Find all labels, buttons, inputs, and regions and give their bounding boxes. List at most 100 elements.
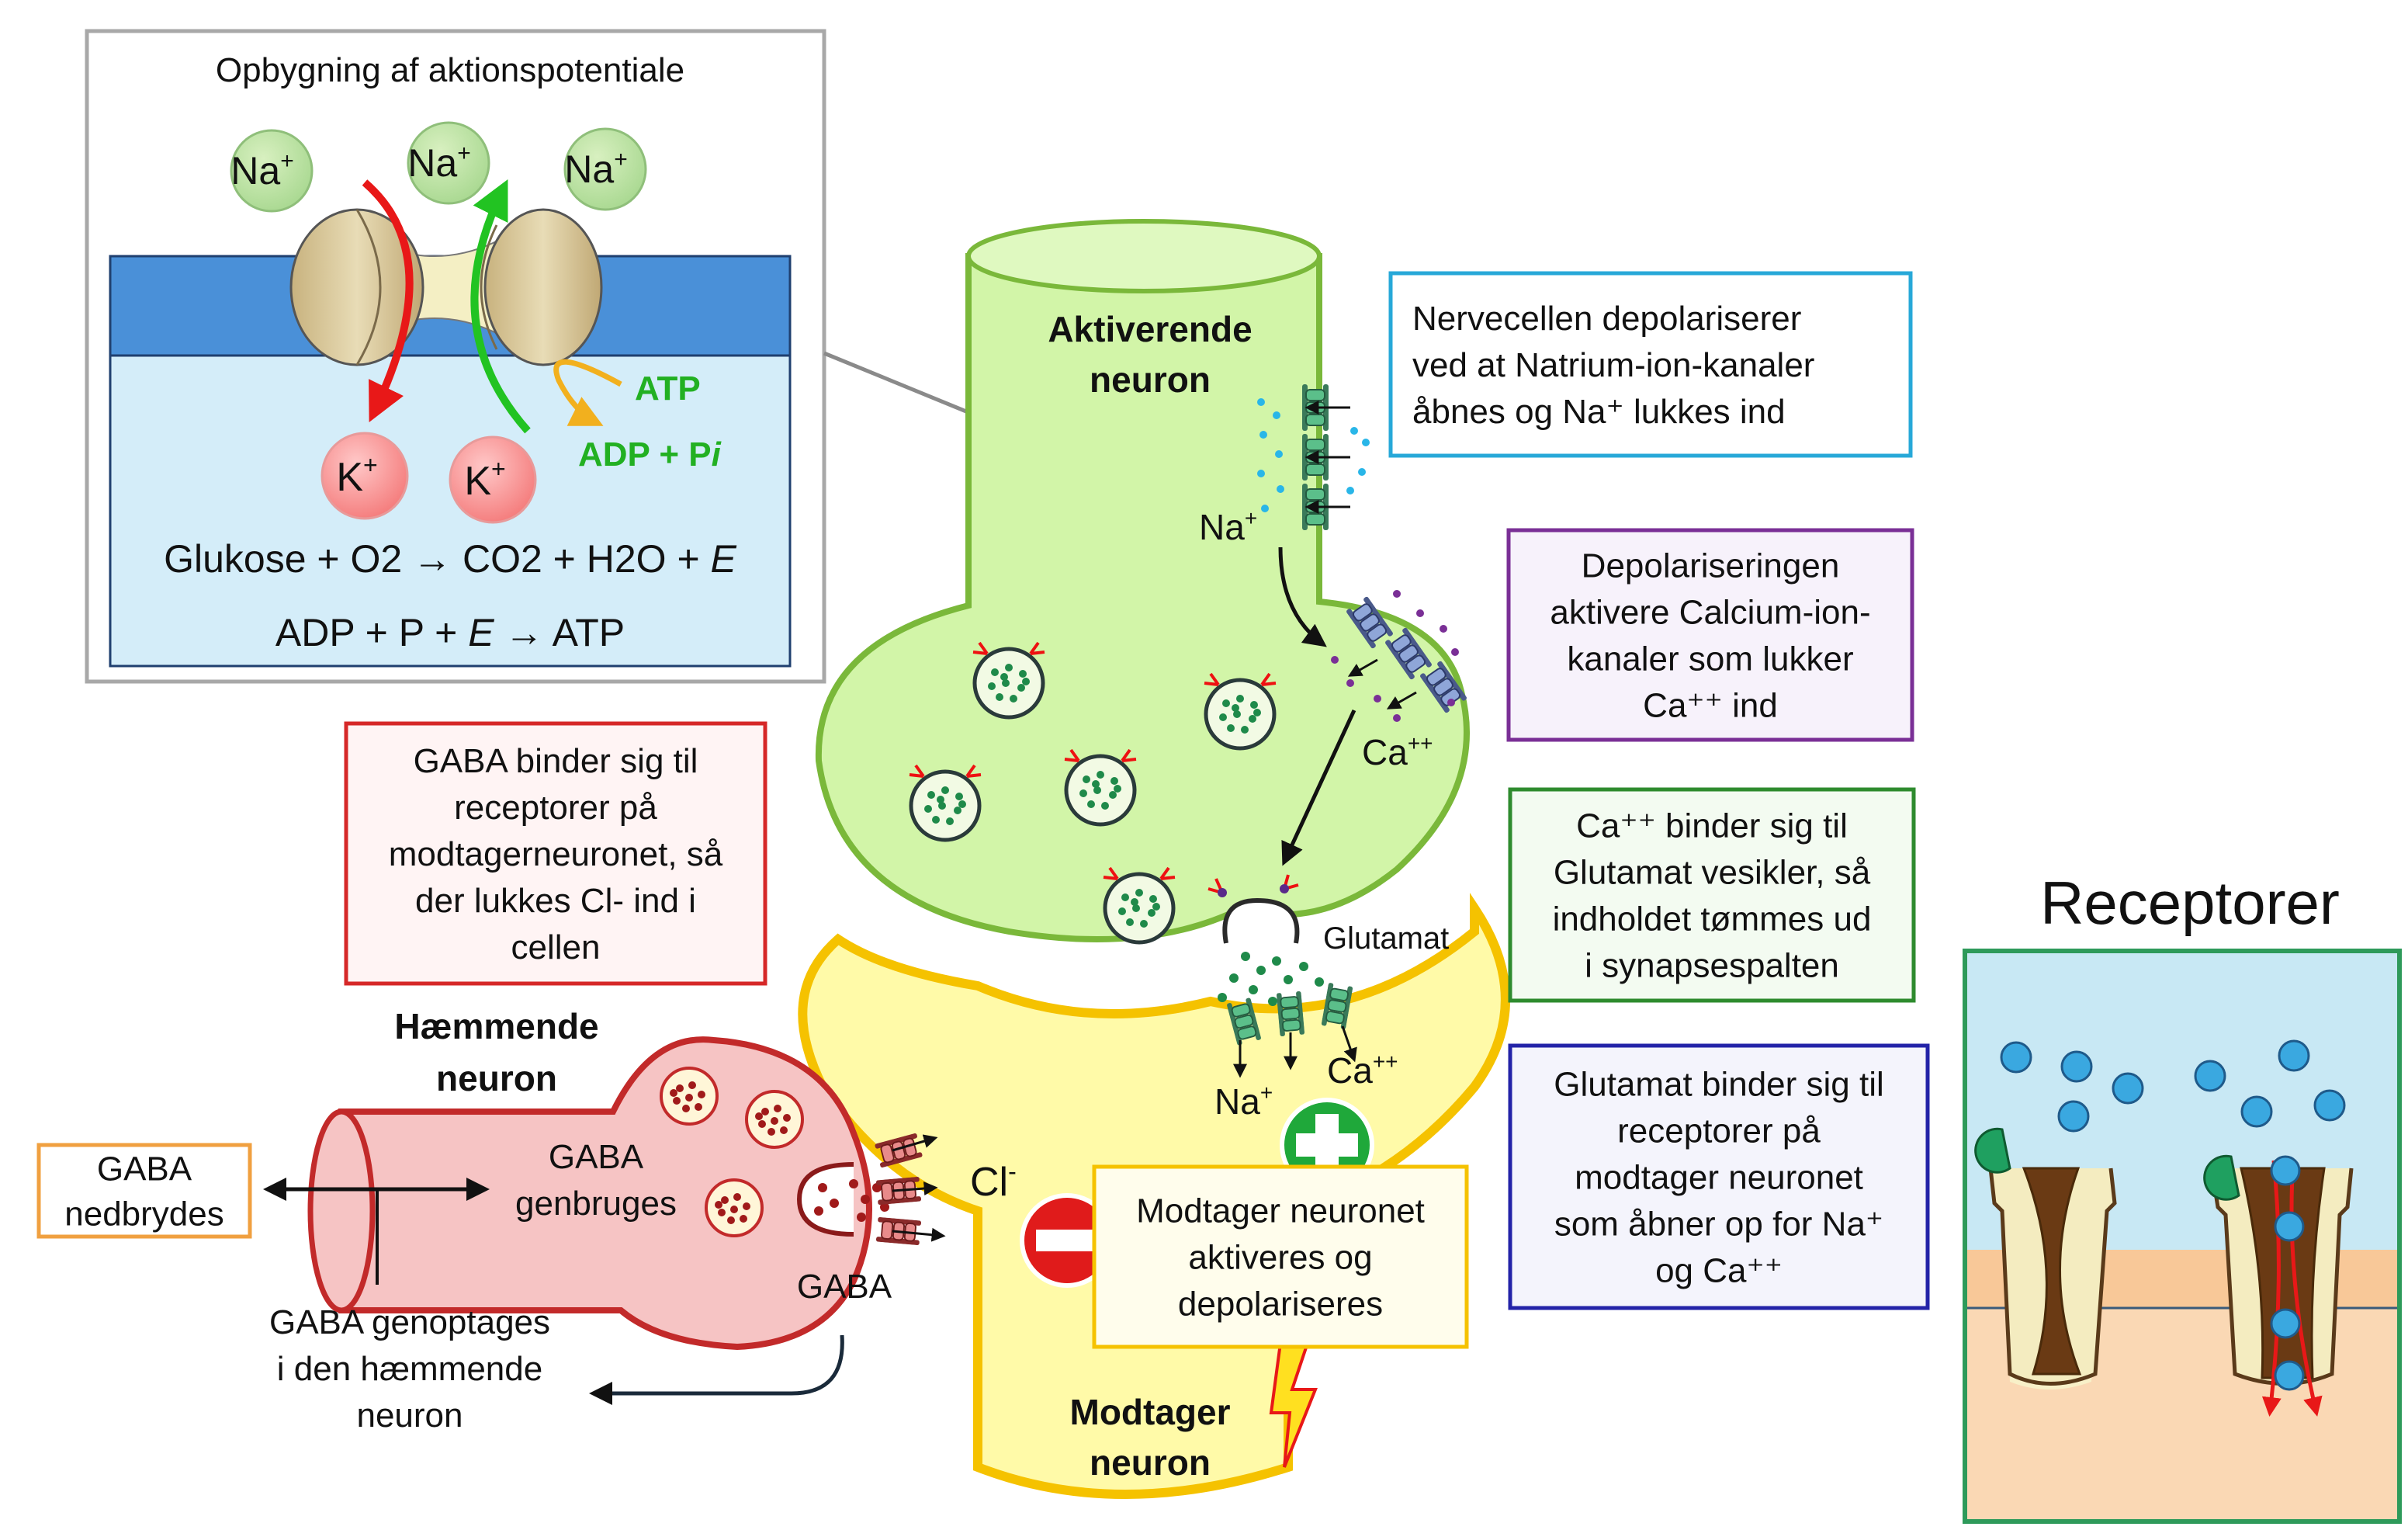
inset-connector xyxy=(823,351,967,414)
glutamate-vesicle xyxy=(1103,866,1176,945)
na-ion-1: Na+ xyxy=(230,129,314,213)
equation-glucose: Glukose + O2 → CO2 + H2O + E xyxy=(164,537,736,581)
gaba-reuptake-label-3: neuron xyxy=(356,1396,463,1435)
svg-text:K+: K+ xyxy=(336,451,377,500)
svg-text:K+: K+ xyxy=(464,455,505,504)
k-arrow xyxy=(362,179,414,422)
inhibitory-minus-icon xyxy=(1020,1193,1114,1288)
svg-text:Na+: Na+ xyxy=(230,148,293,193)
inset-panel: Opbygning af aktionspotentiale ATP ADP +… xyxy=(85,29,826,684)
na-to-ca-arrow xyxy=(1278,546,1327,647)
inset-title: Opbygning af aktionspotentiale xyxy=(216,51,684,89)
atp-arrow xyxy=(553,359,622,426)
ca-to-vesicle-arrow xyxy=(1281,709,1356,866)
receptors-panel xyxy=(1963,949,2402,1524)
closed-receptor xyxy=(1988,1167,2117,1390)
gaba-reuptake-label-1: GABA genoptages xyxy=(269,1303,550,1341)
na-arrow xyxy=(470,179,531,434)
box-green-line-3: indholdet tømmes ud xyxy=(1553,900,1872,938)
box-red-line-5: cellen xyxy=(511,928,601,966)
box-yellow-text-box: Modtager neuronet aktiveres og depolariser… xyxy=(1092,1164,1469,1349)
glutamate-receptors xyxy=(1226,982,1357,1078)
box-navy-line-4: som åbner op for Na⁺ xyxy=(1554,1205,1883,1243)
box-navy-line-1: Glutamat binder sig til xyxy=(1554,1065,1884,1103)
gaba-vesicle xyxy=(745,1090,804,1149)
gaba-reuptake-label-2: i den hæmmende xyxy=(277,1350,542,1388)
box-purple-line-3: kanaler som lukker xyxy=(1567,640,1853,678)
receptors-title: Receptorer xyxy=(2040,869,2340,937)
cl-label: Cl- xyxy=(970,1157,1017,1205)
gaba-vesicles xyxy=(660,1067,804,1237)
box-green-line-2: Glutamat vesikler, så xyxy=(1554,853,1871,891)
open-receptor xyxy=(2209,1155,2354,1417)
box-purple-line-1: Depolariseringen xyxy=(1582,546,1840,585)
equation-atp: ADP + P + E → ATP xyxy=(275,611,625,654)
releasing-vesicle xyxy=(1207,874,1300,944)
box-red-line-1: GABA binder sig til xyxy=(414,742,698,780)
box-blue-text-box: Nervecellen depolariserer ved at Natrium-… xyxy=(1388,271,1913,458)
gaba-vesicle xyxy=(705,1178,764,1237)
gaba-reuptake-arrow xyxy=(589,1334,844,1405)
glutamate-vesicle xyxy=(1064,748,1137,827)
box-red-text-box: GABA binder sig til receptorer på modtager… xyxy=(344,721,767,986)
box-navy-line-5: og Ca⁺⁺ xyxy=(1655,1251,1783,1289)
box-blue-line-1: Nervecellen depolariserer xyxy=(1412,300,1801,338)
box-navy-line-3: modtager neuronet xyxy=(1575,1158,1863,1196)
glutamate-vesicles xyxy=(909,641,1277,945)
ca-channels xyxy=(1331,590,1468,722)
receiving-neuron-label-2: neuron xyxy=(1090,1442,1211,1483)
box-yellow-line-2: aktiveres og xyxy=(1188,1238,1372,1276)
box-orange-text-box: GABA nedbrydes xyxy=(36,1143,252,1239)
box-green-line-4: i synapsespalten xyxy=(1585,946,1839,984)
box-purple-line-2: aktivere Calcium-ion- xyxy=(1550,593,1870,631)
svg-text:Na+: Na+ xyxy=(564,147,627,191)
na-channels-top xyxy=(1257,384,1370,530)
na-ion-2: Na+ xyxy=(407,121,490,205)
ligand-closed xyxy=(1974,1127,2011,1174)
box-orange-line-1: GABA xyxy=(97,1150,192,1188)
svg-text:Na+: Na+ xyxy=(407,141,470,185)
lightning-icon xyxy=(1269,1341,1318,1468)
activating-neuron-label-2: neuron xyxy=(1090,359,1211,400)
box-purple-text-box: Depolariseringen aktivere Calcium-ion-kan… xyxy=(1506,528,1914,742)
gaba-label: GABA xyxy=(797,1268,892,1306)
box-red-line-3: modtagerneuronet, så xyxy=(389,835,723,873)
inhibiting-neuron-label-1: Hæmmende xyxy=(394,1006,598,1046)
k-ion-1: K+ xyxy=(320,432,409,520)
receiving-neuron-label-1: Modtager xyxy=(1070,1392,1231,1432)
box-navy-line-2: receptorer på xyxy=(1617,1112,1821,1150)
gaba-molecules xyxy=(814,1179,889,1222)
na-label-top: Na+ xyxy=(1199,506,1257,547)
activating-neuron-label-1: Aktiverende xyxy=(1048,309,1252,349)
adp-pi-label: ADP + Pi xyxy=(578,435,722,474)
ligand-open xyxy=(2203,1154,2240,1201)
box-purple-line-4: Ca⁺⁺ ind xyxy=(1643,686,1778,724)
box-blue-line-2: ved at Natrium-ion-kanaler xyxy=(1412,346,1814,384)
glutamate-vesicle xyxy=(1204,672,1277,751)
box-navy-text-box: Glutamat binder sig til receptorer på modt… xyxy=(1508,1043,1930,1310)
gaba-recycled-label-2: genbruges xyxy=(515,1185,677,1223)
k-ion-2: K+ xyxy=(449,435,537,524)
gaba-recycled-label-1: GABA xyxy=(549,1138,644,1176)
box-orange-line-2: nedbrydes xyxy=(64,1195,223,1233)
gaba-receptors xyxy=(874,1133,946,1246)
glutamate-vesicle xyxy=(972,641,1045,720)
atp-label: ATP xyxy=(635,370,701,408)
extracellular-ions xyxy=(2000,1039,2346,1133)
ca-label-top: Ca++ xyxy=(1362,731,1433,772)
na-ion-3: Na+ xyxy=(563,127,647,211)
glutamat-label: Glutamat xyxy=(1323,921,1449,956)
box-yellow-line-1: Modtager neuronet xyxy=(1136,1192,1425,1230)
glutamate-vesicle xyxy=(909,764,982,842)
ca-label-bottom: Ca++ xyxy=(1327,1050,1398,1091)
gaba-vesicle xyxy=(660,1067,719,1126)
box-red-line-4: der lukkes Cl- ind i xyxy=(415,882,696,920)
box-red-line-2: receptorer på xyxy=(454,789,657,827)
box-green-line-1: Ca⁺⁺ binder sig til xyxy=(1576,807,1848,845)
na-k-pump xyxy=(289,208,603,366)
inhibiting-neuron-label-2: neuron xyxy=(436,1058,557,1098)
box-blue-line-3: åbnes og Na⁺ lukkes ind xyxy=(1412,393,1786,431)
box-yellow-line-3: depolariseres xyxy=(1178,1285,1383,1323)
